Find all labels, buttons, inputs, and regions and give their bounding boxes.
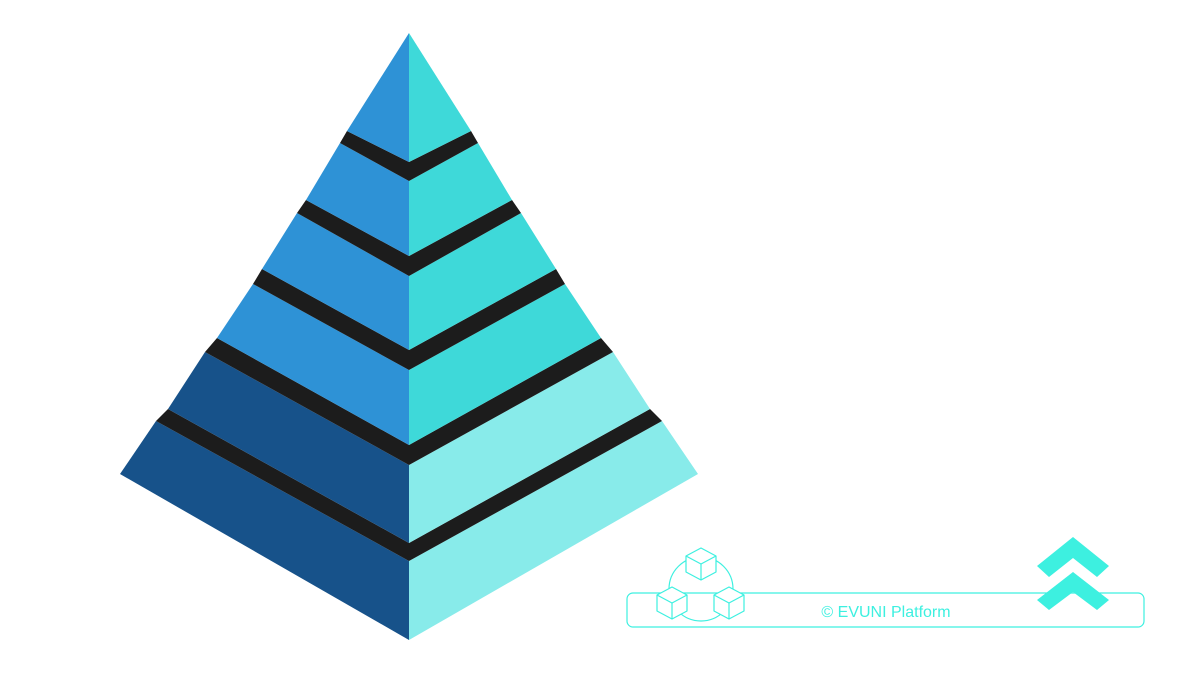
- level-5-right-face: [409, 352, 650, 543]
- level-3-left-face: [262, 213, 409, 350]
- level-2-left-face: [306, 143, 409, 256]
- cube-top: [685, 547, 717, 581]
- double-chevron-up-icon: [1037, 537, 1109, 610]
- level-1-right-face: [409, 33, 471, 162]
- level-3-separator: [297, 200, 521, 276]
- cube-cluster-icon: [656, 547, 745, 622]
- level-2-separator: [340, 131, 478, 181]
- chevron-upper: [1037, 537, 1109, 577]
- level-3-right-face: [409, 213, 556, 350]
- cube-left: [656, 586, 688, 620]
- level-4-right-face: [409, 284, 601, 445]
- level-2-right-face: [409, 143, 512, 256]
- chevron-lower: [1037, 572, 1109, 610]
- level-6-right-face: [409, 421, 698, 640]
- level-6-left-face: [120, 421, 409, 640]
- level-1-left-face: [347, 33, 409, 162]
- level-5-left-face: [168, 352, 409, 543]
- level-4-left-face: [217, 284, 409, 445]
- cube-right: [713, 586, 745, 620]
- footer-copyright: © EVUNI Platform: [821, 604, 950, 621]
- footer-frame: [626, 592, 1145, 628]
- footer-bar: © EVUNI Platform: [626, 592, 1145, 628]
- pyramid: [120, 33, 698, 640]
